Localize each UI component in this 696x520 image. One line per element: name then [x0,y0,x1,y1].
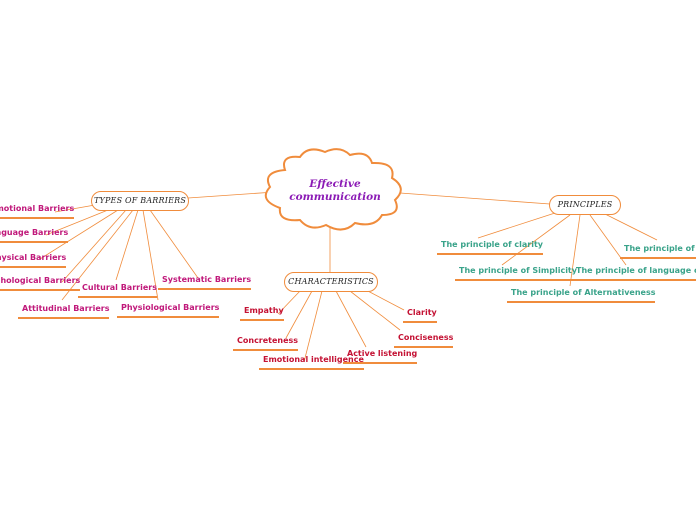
topic-principle-simplicity[interactable]: The principle of Simplicity [455,266,577,281]
branch-characteristics-label: CHARACTERISTICS [288,277,374,286]
topic-empathy[interactable]: Empathy [240,306,284,321]
topic-emotional-barriers[interactable]: Emotional Barriers [0,204,75,219]
topic-physiological-barriers[interactable]: Physiological Barriers [117,303,220,318]
connector-principle-alternativeness [569,214,581,287]
connector-principle-language-control [589,214,627,266]
connector-barrier-physical [39,209,119,260]
topic-principle-clarity[interactable]: The principle of clarity [437,240,544,255]
connector-barrier-systematic [149,209,199,279]
topic-language-barriers[interactable]: Language Barriers [0,228,69,243]
central-cloud[interactable] [264,148,402,231]
topic-active-listening[interactable]: Active listening [343,349,418,364]
connector-principle-feedback [602,212,658,241]
connector-char-clarity [365,289,405,311]
branch-principles-label: PRINCIPLES [557,200,613,209]
topic-conciseness[interactable]: Conciseness [394,333,454,348]
connector-central-principles [399,192,551,205]
connector-barrier-psychological [61,209,127,283]
topic-clarity[interactable]: Clarity [403,308,437,323]
topic-principle-language-control[interactable]: The principle of language control [572,266,696,281]
central-topic-line1: Effective [309,178,361,190]
connector-char-conciseness [349,290,401,331]
branch-types-of-barriers-label: TYPES OF BARRIERS [93,196,187,205]
topic-psychological-barriers[interactable]: Psychological Barriers [0,276,81,291]
connector-barrier-attitudinal [61,209,134,301]
connector-char-active [335,290,367,348]
connector-char-emotional [303,290,323,363]
central-topic-line2: communication [289,191,381,203]
connector-barrier-emotional [54,204,96,213]
connector-principle-simplicity [501,214,571,266]
topic-principle-feedback[interactable]: The principle of Feedback [620,244,696,259]
topic-concreteness[interactable]: Concreteness [233,336,299,351]
topic-principle-alternativeness[interactable]: The principle of Alternativeness [507,288,656,303]
connector-char-concreteness [285,290,313,339]
branch-characteristics[interactable]: CHARACTERISTICS [284,272,378,292]
central-topic[interactable]: Effective communication [275,178,395,204]
connector-barrier-cultural [115,209,139,281]
topic-attitudinal-barriers[interactable]: Attitudinal Barriers [18,304,110,319]
topic-systematic-barriers[interactable]: Systematic Barriers [158,275,252,290]
branch-types-of-barriers[interactable]: TYPES OF BARRIERS [91,191,189,211]
topic-emotional-intelligence[interactable]: Emotional intelligence [259,355,364,370]
connector-central-barriers [187,191,276,199]
connector-principle-clarity [477,212,556,239]
topic-physical-barriers[interactable]: Physical Barriers [0,253,67,268]
branch-principles[interactable]: PRINCIPLES [549,195,621,215]
connector-char-empathy [277,290,301,315]
connector-barrier-language [45,209,109,236]
connector-barrier-physiological [142,209,159,301]
topic-cultural-barriers[interactable]: Cultural Barriers [78,283,157,298]
